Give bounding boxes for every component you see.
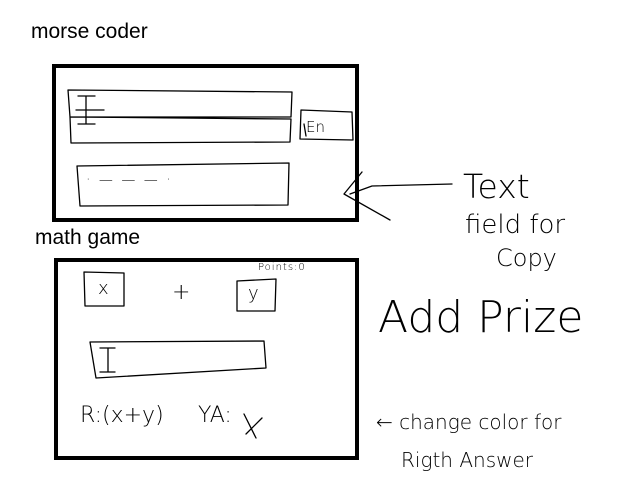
operand-y-label: y	[248, 283, 259, 304]
morse-coder-panel	[52, 64, 359, 222]
operand-x-outline	[83, 271, 125, 307]
operand-x-label: x	[98, 278, 109, 299]
note-change-color-line2: Rigth Answer	[401, 448, 533, 472]
points-label: Points:0	[258, 262, 306, 273]
math-game-title: math game	[35, 226, 141, 249]
operator-plus: +	[172, 280, 191, 305]
note-add-prize: Add Prize	[378, 292, 584, 343]
morse-output-outline	[76, 162, 290, 207]
morse-input-outline	[67, 89, 293, 144]
morse-output-text: · — — — ·	[86, 172, 173, 188]
language-button-outline	[299, 109, 354, 141]
morse-coder-title: morse coder	[31, 20, 148, 43]
right-answer-label: R:(x+y)	[80, 403, 164, 428]
arrow-to-output-icon	[343, 171, 453, 221]
answer-input-outline	[89, 340, 267, 379]
note-change-color-line1: ← change color for	[376, 410, 562, 434]
note-text-field-line1: Text	[463, 167, 530, 206]
language-button-label: En	[306, 118, 325, 136]
text-cursor-icon	[75, 95, 105, 125]
note-text-field-line2: field for	[465, 210, 566, 240]
note-text-field-line3: Copy	[496, 244, 557, 272]
language-button[interactable]: En	[300, 110, 354, 140]
operand-y-box: y	[236, 279, 276, 311]
cross-mark-icon	[243, 413, 263, 439]
operand-y-outline	[236, 278, 277, 312]
morse-output-field[interactable]: · — — — ·	[76, 164, 290, 206]
answer-cursor-icon	[99, 347, 116, 373]
math-game-panel	[54, 258, 359, 460]
operand-x-box: x	[84, 272, 124, 306]
your-answer-label: YA:	[198, 403, 232, 428]
